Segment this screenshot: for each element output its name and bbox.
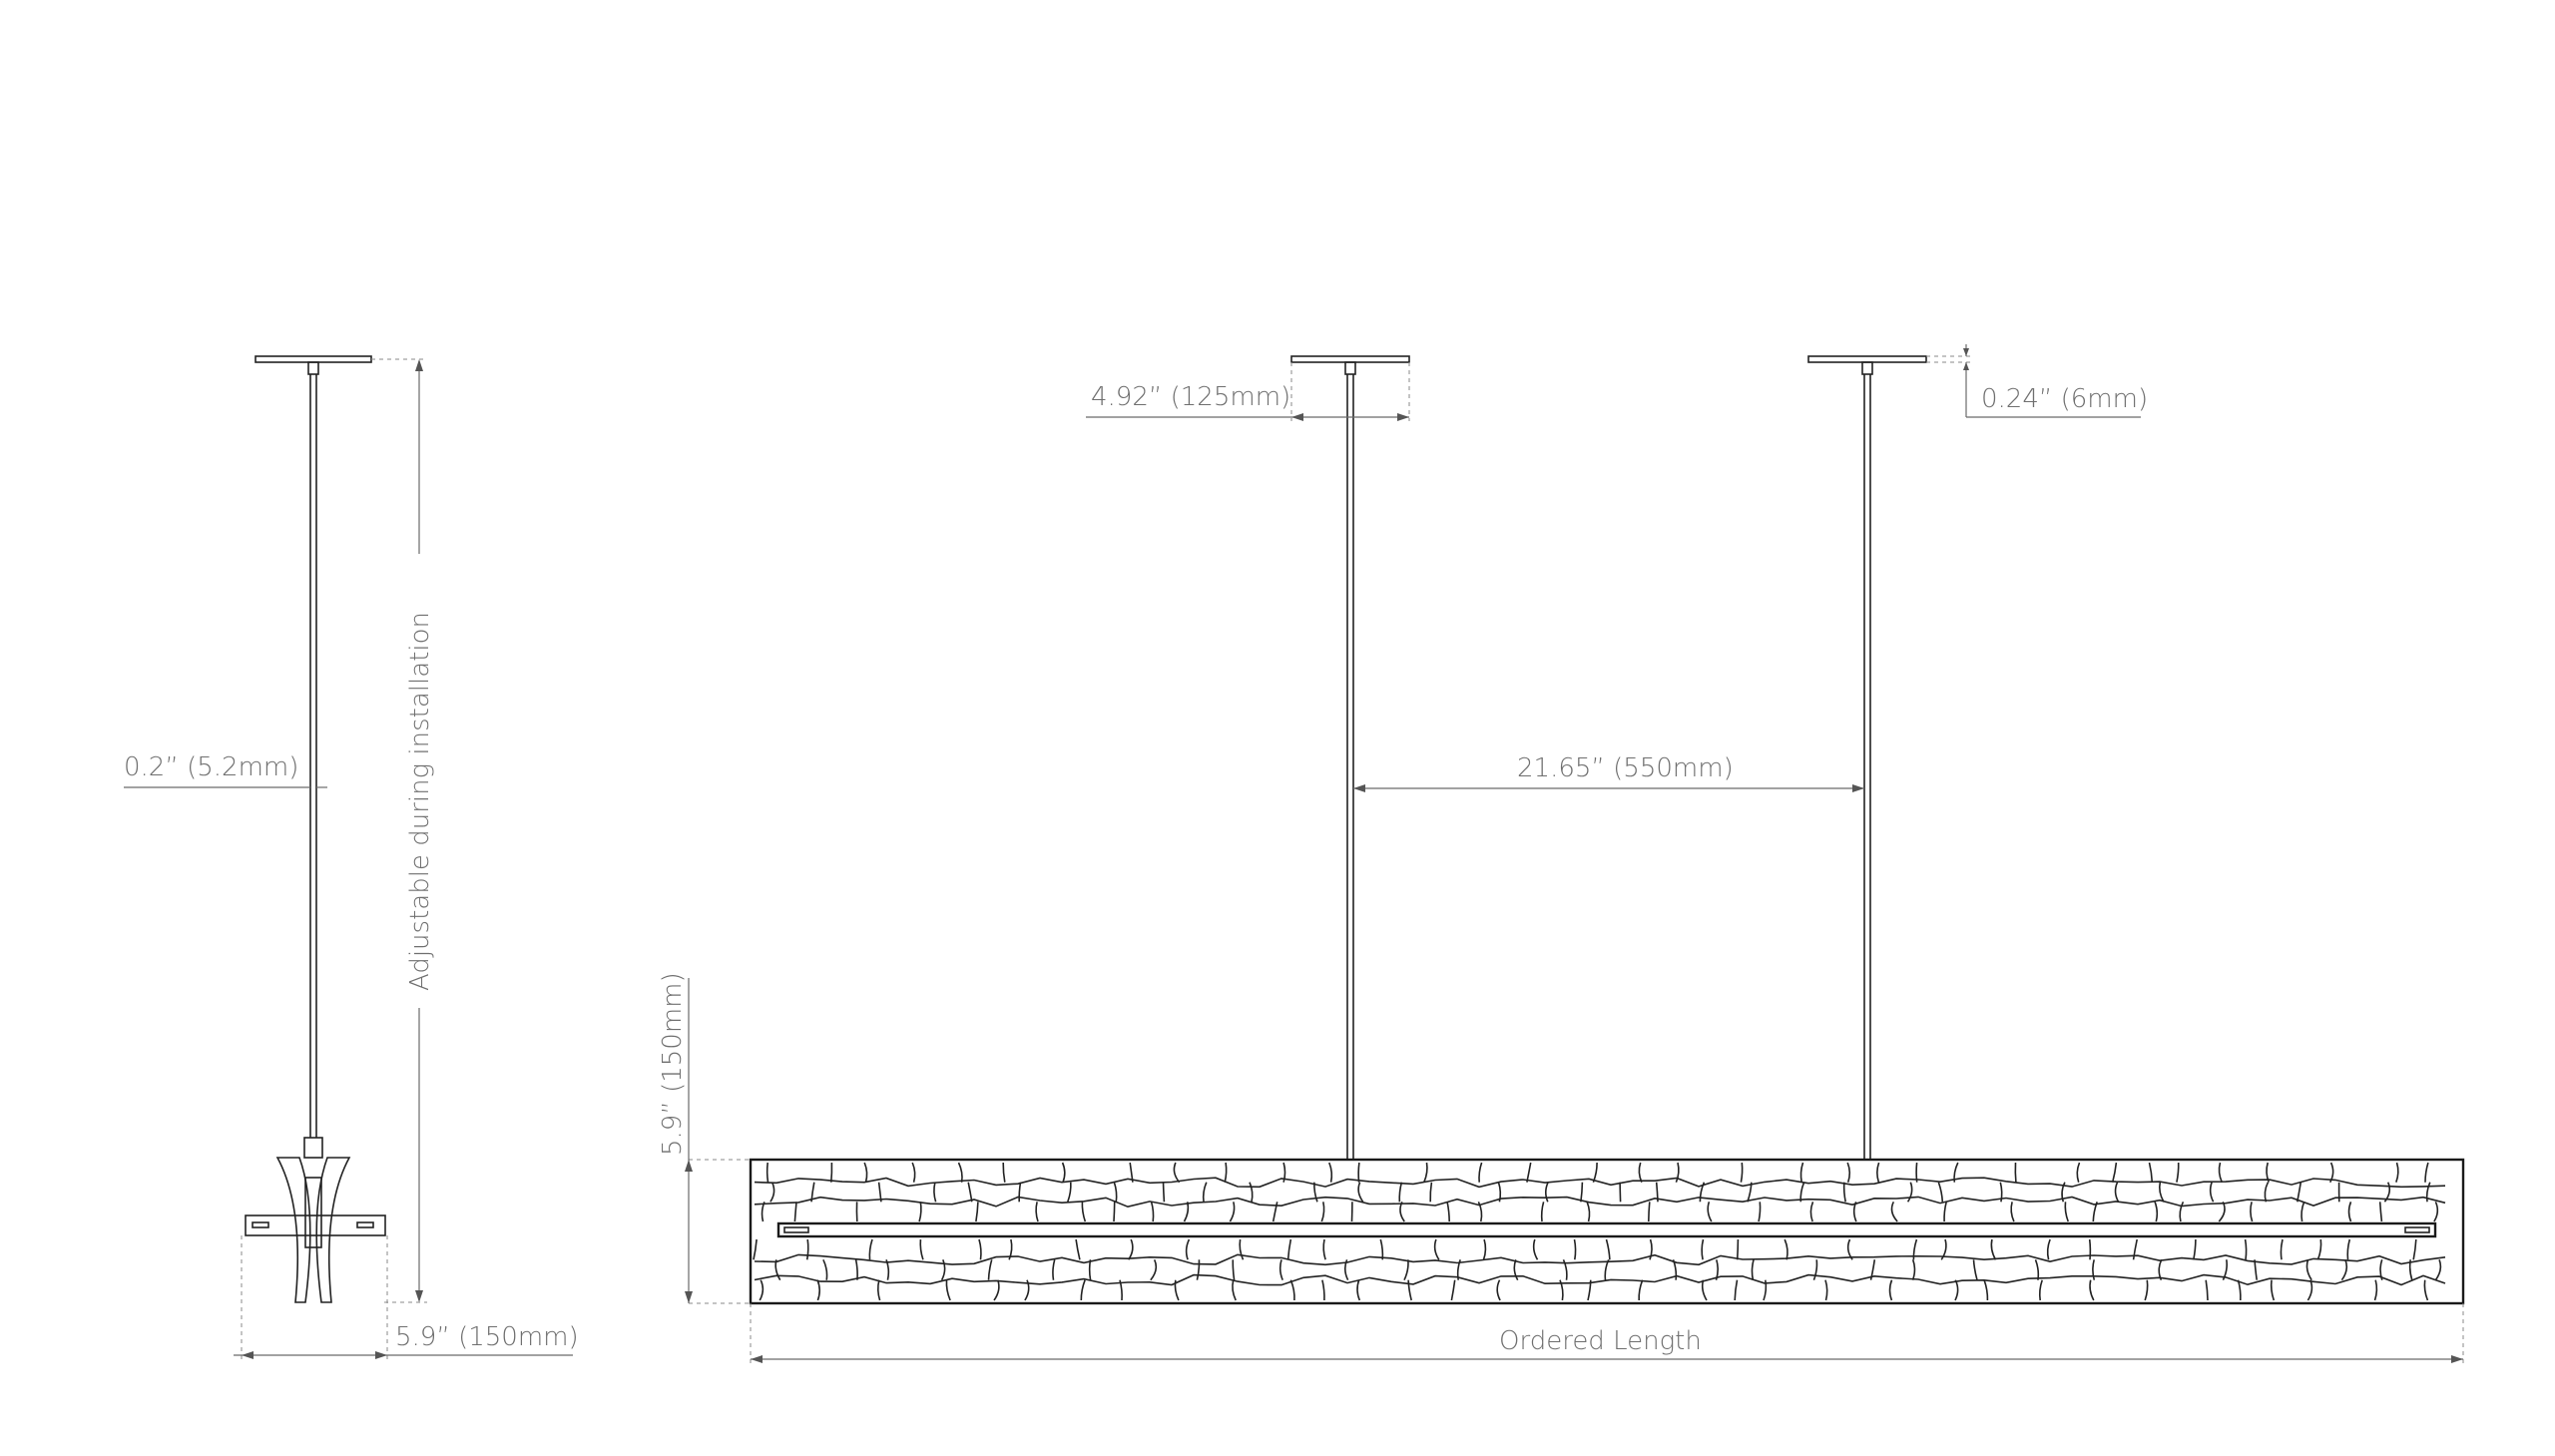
linear-fixture bbox=[749, 1158, 2465, 1305]
side-canopy-connector bbox=[307, 361, 319, 375]
side-canopy bbox=[255, 355, 372, 363]
fixture-texture-bottom bbox=[753, 1238, 2446, 1301]
canopy-diameter-label: 4.92” (125mm) bbox=[1091, 382, 1290, 412]
side-fixture-right-wing bbox=[315, 1157, 351, 1303]
side-fixture-left-wing bbox=[275, 1157, 311, 1303]
canopy-right bbox=[1807, 355, 1927, 363]
fixture-body bbox=[749, 1158, 2465, 1305]
adjustable-height-label: Adjustable during installation bbox=[405, 612, 435, 991]
side-stem-base bbox=[303, 1137, 323, 1159]
side-width-label: 5.9” (150mm) bbox=[395, 1322, 579, 1352]
fixture-center-rail bbox=[776, 1221, 2437, 1238]
front-view: 4.92” (125mm) 0.24” (6mm) 21.65” (550mm) bbox=[658, 344, 2465, 1365]
fixture-height-label: 5.9” (150mm) bbox=[658, 972, 688, 1156]
canopy-thickness-label: 0.24” (6mm) bbox=[1981, 384, 2148, 414]
fixture-texture-top bbox=[754, 1162, 2446, 1222]
side-fixture-crossbar bbox=[245, 1214, 386, 1236]
stem-diameter-label: 0.2” (5.2mm) bbox=[124, 752, 298, 782]
side-view: 0.2” (5.2mm) Adjustable during installat… bbox=[124, 355, 579, 1362]
suspension-spacing-label: 21.65” (550mm) bbox=[1517, 753, 1734, 783]
ordered-length-label: Ordered Length bbox=[1499, 1326, 1702, 1356]
canopy-left bbox=[1290, 355, 1410, 363]
